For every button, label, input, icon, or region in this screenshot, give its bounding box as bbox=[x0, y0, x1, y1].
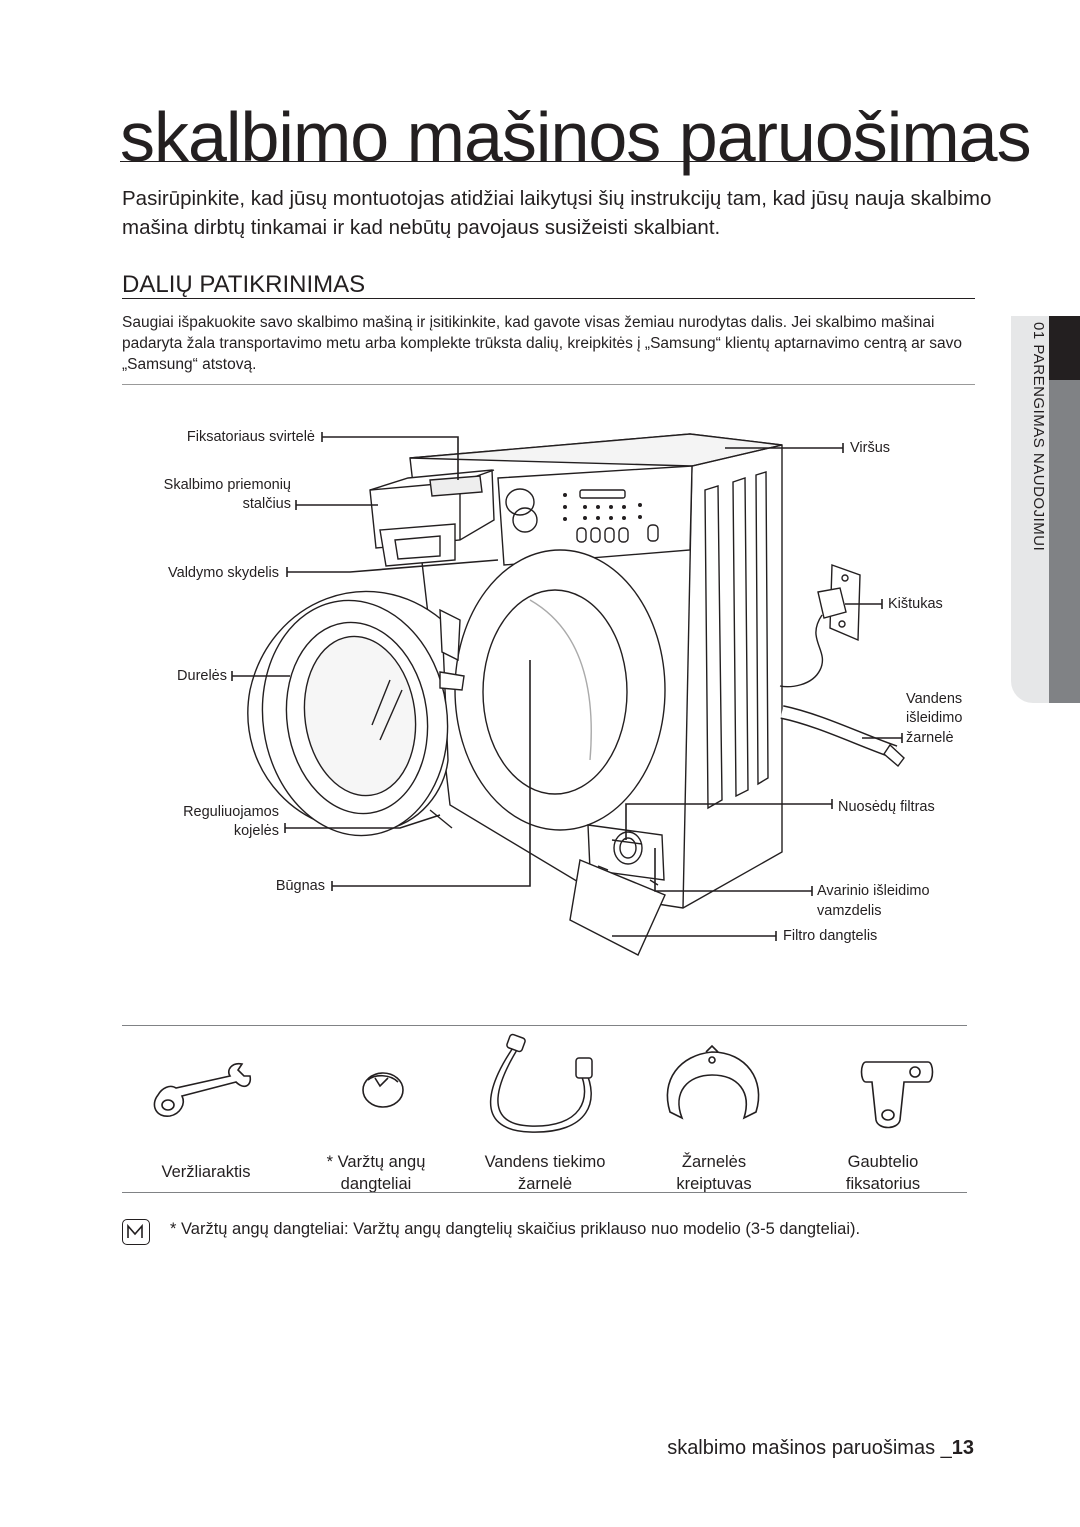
accessory-label-bolt-caps: * Varžtų angų dangteliai bbox=[286, 1151, 466, 1195]
accessory-label-hose-guide: Žarnelės kreiptuvas bbox=[624, 1151, 804, 1195]
water-hose-icon bbox=[489, 1033, 593, 1133]
callout-lever: Fiksatoriaus svirtelė bbox=[186, 429, 315, 445]
chapter-tab-label: 01 PARENGIMAS NAUDOJIMUI bbox=[1030, 322, 1047, 552]
note: * Varžtų angų dangteliai: Varžtų angų da… bbox=[170, 1220, 860, 1239]
accessories-top-rule bbox=[122, 1025, 967, 1026]
callout-leaders bbox=[231, 432, 903, 941]
accessory-cover-holder-line2: fiksatorius bbox=[845, 1175, 921, 1193]
intro-text: Pasirūpinkite, kad jūsų montuotojas atid… bbox=[122, 187, 992, 239]
spanner-icon bbox=[153, 1062, 252, 1117]
callout-emergency-line2: vamzdelis bbox=[817, 903, 882, 919]
section-body: Saugiai išpakuokite savo skalbimo mašiną… bbox=[122, 314, 962, 373]
callout-drain-line3: žarnelė bbox=[906, 730, 954, 746]
accessory-label-cover-holder: Gaubtelio fiksatorius bbox=[793, 1151, 973, 1195]
footer-title: skalbimo mašinos paruošimas _ bbox=[667, 1437, 952, 1459]
chapter-tab-strip bbox=[1049, 316, 1080, 703]
note-body: Varžtų angų dangtelių skaičius priklauso… bbox=[348, 1220, 861, 1238]
section-heading: DALIŲ PATIKRINIMAS bbox=[122, 271, 366, 298]
body-rule bbox=[122, 384, 975, 385]
callout-plug: Kištukas bbox=[888, 596, 943, 612]
page-number: 13 bbox=[951, 1437, 974, 1459]
feet bbox=[429, 809, 453, 829]
callout-drawer-line1: Skalbimo priemonių bbox=[163, 477, 291, 493]
callout-feet-line1: Reguliuojamos bbox=[183, 804, 279, 820]
accessory-hose-guide-line2: kreiptuvas bbox=[676, 1175, 752, 1193]
accessories-bottom-rule bbox=[122, 1192, 967, 1193]
door-opening bbox=[454, 549, 666, 831]
cover-holder-icon bbox=[860, 1061, 934, 1129]
accessory-bolt-caps-line2: dangteliai bbox=[340, 1175, 412, 1193]
note-icon bbox=[122, 1219, 150, 1245]
accessory-water-hose-line1: Vandens tiekimo bbox=[484, 1153, 606, 1171]
drain-hose bbox=[780, 705, 905, 768]
callout-drain-line2: išleidimo bbox=[906, 710, 963, 726]
accessory-hose-guide-line1: Žarnelės bbox=[681, 1153, 747, 1171]
bolt-cap-icon bbox=[362, 1072, 404, 1108]
chapter-tab bbox=[1011, 316, 1049, 703]
accessory-cover-holder-line1: Gaubtelio bbox=[847, 1153, 919, 1171]
callout-top: Viršus bbox=[850, 440, 891, 456]
callout-control-panel: Valdymo skydelis bbox=[168, 565, 279, 581]
callout-filter: Nuosėdų filtras bbox=[838, 799, 935, 815]
callout-drain-line1: Vandens bbox=[906, 691, 963, 707]
plug-and-socket bbox=[779, 564, 861, 688]
accessory-water-hose-line2: žarnelė bbox=[517, 1175, 573, 1193]
callout-drawer-line2: stalčius bbox=[242, 496, 291, 512]
control-panel bbox=[505, 488, 659, 543]
hose-guide-icon bbox=[666, 1044, 760, 1120]
accessory-bolt-caps-line1: * Varžtų angų bbox=[326, 1153, 426, 1171]
note-prefix: * Varžtų angų dangteliai: bbox=[170, 1220, 349, 1238]
callout-drum: Būgnas bbox=[275, 878, 325, 894]
accessory-spanner-name: Veržliaraktis bbox=[161, 1163, 251, 1181]
filter-area bbox=[569, 824, 666, 956]
callout-feet-line2: kojelės bbox=[233, 823, 279, 839]
accessory-label-water-hose: Vandens tiekimo žarnelė bbox=[455, 1151, 635, 1195]
chapter-tab-marker bbox=[1049, 316, 1080, 380]
page-title: skalbimo mašinos paruošimas bbox=[120, 98, 1032, 176]
title-rule bbox=[120, 161, 975, 162]
callout-emergency-line1: Avarinio išleidimo bbox=[817, 883, 930, 899]
accessory-label-spanner: Veržliaraktis bbox=[116, 1161, 296, 1183]
page-footer: skalbimo mašinos paruošimas _13 bbox=[667, 1437, 974, 1460]
detergent-drawer bbox=[369, 469, 495, 567]
callout-door: Durelės bbox=[177, 668, 227, 684]
heading-rule bbox=[122, 298, 975, 299]
callout-filter-cover: Filtro dangtelis bbox=[783, 928, 878, 944]
door bbox=[247, 590, 465, 837]
